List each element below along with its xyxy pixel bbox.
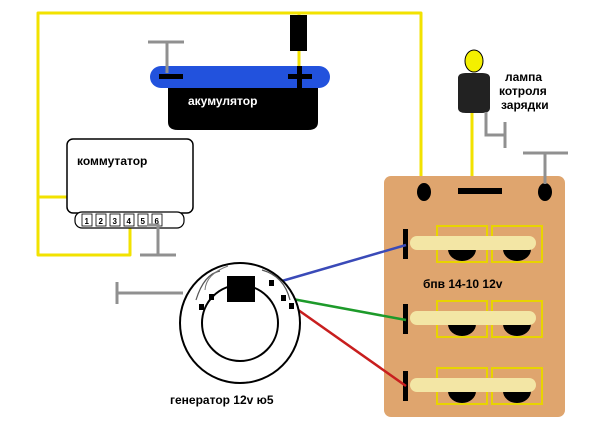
lamp-ground: [484, 112, 507, 148]
lamp-label-1: лампа: [505, 70, 542, 84]
wire-green: [286, 296, 407, 322]
generator-pin: [289, 303, 294, 309]
commutator-body: [66, 138, 194, 214]
commutator-ground: [140, 223, 176, 257]
lamp-icon: лампа котроля зарядки: [458, 49, 549, 113]
board-hole-icon: [417, 183, 431, 201]
generator-ground: [115, 282, 183, 304]
battery-plus-v: [297, 66, 302, 88]
battery-label: акумулятор: [188, 94, 257, 108]
commutator-pin-label: 2: [99, 217, 104, 226]
board-contact-strip: [410, 311, 536, 325]
generator: генератор 12v ю5: [170, 262, 301, 407]
battery: акумулятор: [150, 66, 330, 130]
commutator-pin: [109, 213, 121, 227]
generator-label: генератор 12v ю5: [170, 393, 274, 407]
generator-arc: [195, 270, 221, 301]
board-contact-strip: [410, 236, 536, 250]
regulator-board: бпв 14-10 12v: [384, 176, 565, 417]
commutator-label: коммутатор: [77, 154, 147, 168]
commutator-pin-label: 1: [85, 217, 90, 226]
commutator-pin: [137, 213, 149, 227]
battery-ground: [148, 40, 184, 73]
battery-minus-mark: [159, 74, 183, 79]
commutator-pin: [81, 213, 93, 227]
wire-commutator-bottom: [38, 225, 132, 257]
fuse-icon: [290, 15, 307, 51]
wire-frame: [36, 11, 423, 257]
lamp-label-2: котроля: [499, 84, 547, 98]
board-rows: [403, 225, 543, 405]
commutator-pin: [95, 213, 107, 227]
generator-pin: [199, 304, 204, 310]
generator-terminal: [227, 276, 255, 302]
commutator-pin-label: 4: [127, 217, 132, 226]
wire-blue: [274, 243, 407, 285]
commutator-pin-label: 5: [141, 217, 146, 226]
commutator-pin-label: 3: [113, 217, 118, 226]
lamp-label-3: зарядки: [501, 98, 549, 112]
generator-pin: [281, 295, 286, 301]
generator-pin: [209, 294, 214, 300]
signal-wires: [274, 243, 407, 388]
generator-arc: [261, 269, 291, 301]
board-ground: [523, 151, 568, 184]
board-hole-icon: [538, 183, 552, 201]
regulator-label: бпв 14-10 12v: [423, 277, 503, 291]
commutator-pin-label: 6: [155, 217, 160, 226]
generator-arc: [204, 265, 229, 291]
generator-pin: [269, 280, 274, 286]
board-contact-strip: [410, 378, 536, 392]
lamp-socket: [458, 73, 490, 113]
battery-top: [150, 66, 330, 88]
board-slot: [458, 188, 502, 194]
commutator-pin: [123, 213, 135, 227]
wire-red: [293, 305, 407, 388]
battery-body: [168, 84, 318, 130]
lamp-bulb: [464, 49, 484, 73]
